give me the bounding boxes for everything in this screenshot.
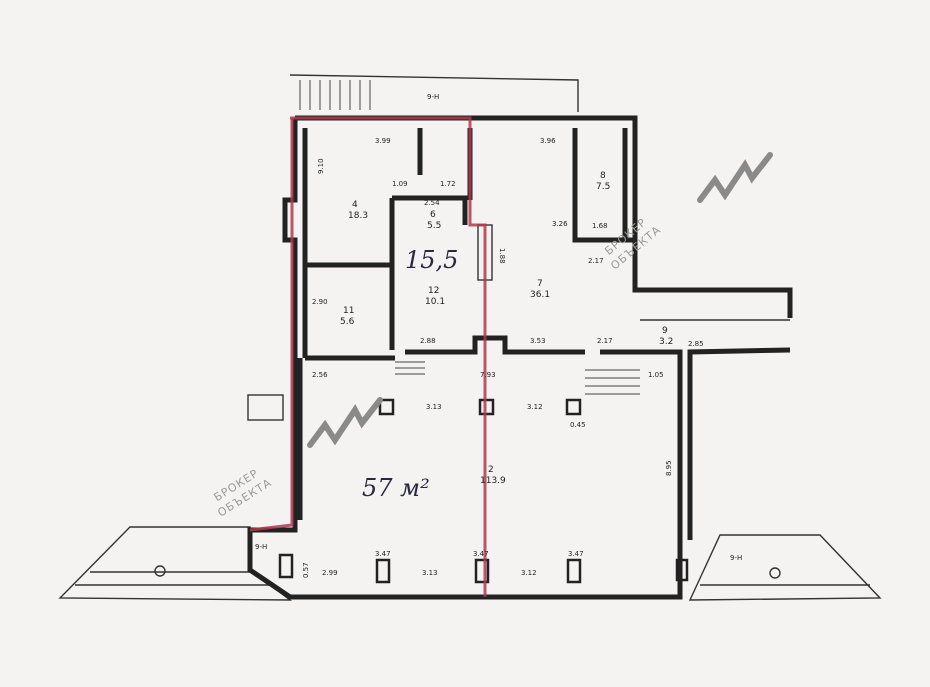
dimension-labels: 3.99 3.96 9.10 2.54 1.09 1.72 2.90 2.88 … bbox=[302, 137, 704, 578]
room-area: 10.1 bbox=[425, 297, 445, 307]
watermark-logo-icon bbox=[307, 152, 773, 448]
room-number: 6 bbox=[430, 210, 436, 220]
room-area: 3.2 bbox=[659, 337, 673, 347]
handwritten-area: 15,5 bbox=[405, 246, 458, 274]
room-number: 2 bbox=[488, 465, 494, 475]
room-number: 9 bbox=[662, 326, 668, 336]
room-area: 113.9 bbox=[480, 476, 506, 486]
dimension: 1.68 bbox=[592, 222, 608, 230]
dimension: 2.17 bbox=[588, 257, 604, 265]
entrance-label: 9-Н bbox=[427, 93, 439, 101]
columns bbox=[278, 398, 689, 584]
entrance-label: 9-Н bbox=[255, 543, 267, 551]
dimension: 3.53 bbox=[530, 337, 546, 345]
dimension: 3.13 bbox=[426, 403, 442, 411]
room-area: 5.5 bbox=[427, 221, 441, 231]
dimension: 2.17 bbox=[597, 337, 613, 345]
interior-stairs bbox=[395, 361, 640, 395]
dimension: 3.12 bbox=[527, 403, 543, 411]
room-area: 5.6 bbox=[340, 317, 355, 327]
dimension: 3.26 bbox=[552, 220, 568, 228]
entrance-label: 9-Н bbox=[730, 554, 742, 562]
room-number: 8 bbox=[600, 171, 606, 181]
entrance-labels: 9-Н 9-Н 9-Н bbox=[255, 93, 742, 562]
dimension: 2.99 bbox=[322, 569, 338, 577]
dimension: 1.72 bbox=[440, 180, 456, 188]
room-number: 7 bbox=[537, 279, 543, 289]
dimension: 8.95 bbox=[665, 460, 673, 476]
room-area: 7.5 bbox=[596, 182, 610, 192]
handwritten-notes: 15,5 57 м² bbox=[362, 246, 458, 502]
sidewalk-left bbox=[58, 526, 293, 601]
dimension: 2.54 bbox=[424, 199, 440, 207]
room-number: 4 bbox=[352, 200, 358, 210]
dimension: 2.56 bbox=[312, 371, 328, 379]
dimension: 7.93 bbox=[480, 371, 496, 379]
room-area: 36.1 bbox=[530, 290, 550, 300]
dimension: 1.05 bbox=[648, 371, 664, 379]
dimension: 3.47 bbox=[473, 550, 489, 558]
highlight-line bbox=[249, 116, 487, 597]
room-number: 11 bbox=[343, 306, 354, 316]
sidewalk-right bbox=[688, 534, 882, 601]
dimension: 0.45 bbox=[570, 421, 586, 429]
dimension: 3.13 bbox=[422, 569, 438, 577]
top-stairs bbox=[289, 74, 579, 112]
dimension: 2.88 bbox=[420, 337, 436, 345]
room-labels: 4 18.3 6 5.5 12 10.1 11 5.6 7 36.1 8 7.5… bbox=[340, 171, 673, 486]
dimension: 1.88 bbox=[498, 248, 506, 264]
dimension: 3.96 bbox=[540, 137, 556, 145]
room-area: 18.3 bbox=[348, 211, 368, 221]
dimension: 3.12 bbox=[521, 569, 537, 577]
dimension: 0.57 bbox=[302, 562, 310, 578]
dimension: 3.47 bbox=[568, 550, 584, 558]
walls bbox=[247, 115, 793, 600]
dimension: 2.85 bbox=[688, 340, 704, 348]
dimension: 2.90 bbox=[312, 298, 328, 306]
dimension: 3.99 bbox=[375, 137, 391, 145]
handwritten-area: 57 м² bbox=[362, 474, 430, 502]
dimension: 1.09 bbox=[392, 180, 408, 188]
dimension: 3.47 bbox=[375, 550, 391, 558]
room-number: 12 bbox=[428, 286, 439, 296]
dimension: 9.10 bbox=[317, 158, 325, 174]
